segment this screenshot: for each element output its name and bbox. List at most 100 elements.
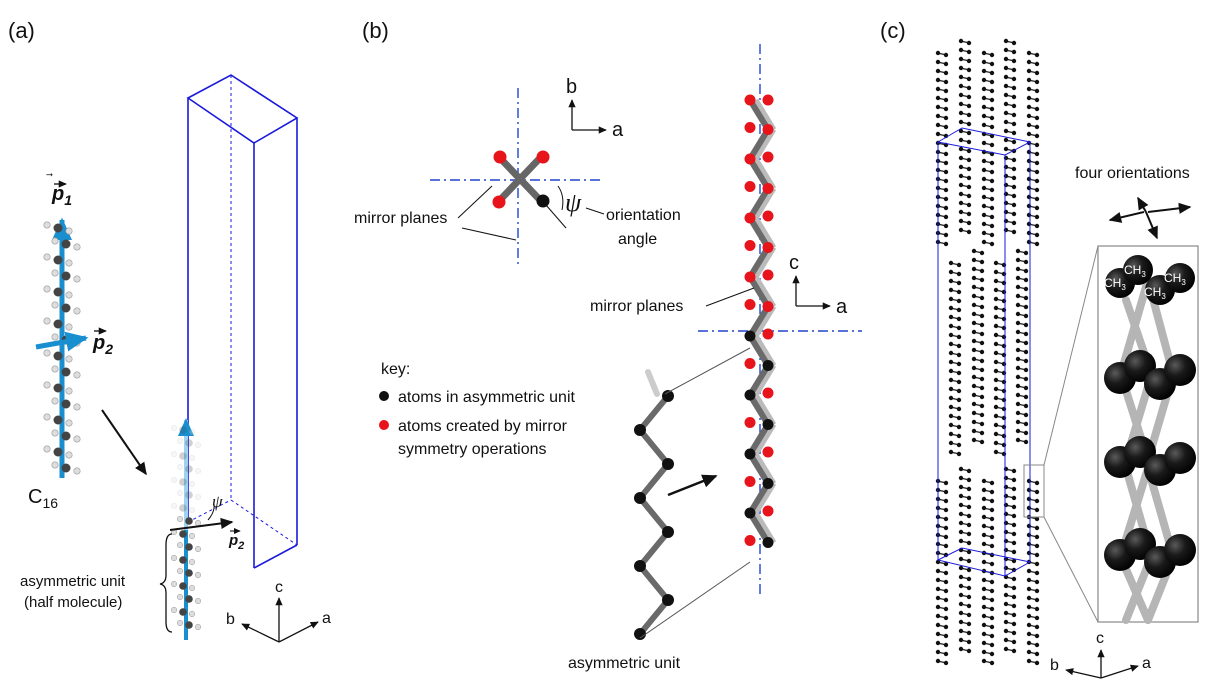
stack-atom [1034, 498, 1040, 504]
red-atom [744, 299, 756, 310]
stack-atom [966, 157, 972, 163]
stack-atom [943, 570, 949, 576]
stack-atom [1034, 169, 1040, 175]
stack-atom [989, 187, 995, 193]
black-atom [634, 560, 646, 572]
stack-atom [981, 532, 987, 538]
stack-atom [956, 424, 962, 430]
bond [747, 97, 771, 133]
stack-atom [979, 439, 985, 445]
stack-atom [958, 47, 964, 53]
connector-bottom [639, 561, 751, 639]
stack-atom [958, 38, 964, 44]
bond [753, 364, 777, 397]
stack-atom [981, 487, 987, 493]
stack-atom [981, 221, 987, 227]
stack-atom [971, 437, 977, 443]
black-atom [762, 360, 774, 371]
black-atom [762, 537, 774, 548]
hydrogen-atom [73, 403, 81, 411]
stack-atom [1034, 115, 1040, 121]
stack-atom [1026, 640, 1032, 646]
stack-atom [1034, 534, 1040, 540]
stack-atom [971, 419, 977, 425]
mirror-leader-1 [457, 185, 493, 219]
hydrogen-atom [65, 387, 73, 395]
stack-atom [981, 167, 987, 173]
carbon-atom [53, 447, 63, 457]
stack-atom [1015, 275, 1021, 281]
stack-atom [971, 374, 977, 380]
stack-atom [943, 597, 949, 603]
stack-atom [1015, 347, 1021, 353]
stack-atom [1001, 370, 1007, 376]
carbon-atom [179, 452, 187, 460]
stack-atom [981, 514, 987, 520]
axes-c [1065, 649, 1139, 679]
stack-atom [1001, 352, 1007, 358]
stack-atom [1011, 630, 1017, 636]
stack-atom [989, 642, 995, 648]
axis-b-a: b [226, 611, 235, 628]
stack-atom [956, 442, 962, 448]
stack-atom [956, 379, 962, 385]
stack-atom [1023, 394, 1029, 400]
stack-atom [981, 559, 987, 565]
stack-atom [1015, 284, 1021, 290]
zoom-connector-bottom [1043, 516, 1099, 623]
stack-atom [971, 275, 977, 281]
stack-atom [1026, 604, 1032, 610]
stack-atom [1026, 568, 1032, 574]
stack-atom [989, 651, 995, 657]
stack-atom [981, 158, 987, 164]
axis-a-right: a [836, 296, 848, 318]
red-atom [762, 183, 774, 194]
stack-atom [1026, 104, 1032, 110]
stack-atom [943, 169, 949, 175]
stack-atom [1011, 229, 1017, 235]
stack-atom [943, 79, 949, 85]
stack-atom [966, 513, 972, 519]
stack-atom [958, 466, 964, 472]
stack-atom [956, 307, 962, 313]
stack-atom [1034, 70, 1040, 76]
stack-atom [1026, 523, 1032, 529]
stack-atom [943, 543, 949, 549]
vector-p1-arrow-mark: ⃗ [46, 173, 53, 177]
stack-atom [993, 395, 999, 401]
stack-atom [943, 615, 949, 621]
stack-atom [1015, 437, 1021, 443]
stack-atom [1034, 133, 1040, 139]
stack-atom [943, 624, 949, 630]
hydrogen-atom [51, 237, 59, 245]
stack-atom [993, 296, 999, 302]
stack-atom [981, 239, 987, 245]
stack-atom [958, 164, 964, 170]
stack-atom [966, 549, 972, 555]
mirror-planes-label-left: mirror planes [354, 210, 447, 227]
hydrogen-atom [43, 349, 51, 357]
stack-atom [935, 631, 941, 637]
bond [753, 275, 777, 308]
stack-atom [981, 95, 987, 101]
stack-atom [1026, 550, 1032, 556]
stack-atom [943, 223, 949, 229]
stack-atom [1003, 529, 1009, 535]
zoom-selection [1023, 464, 1045, 518]
stack-atom [981, 613, 987, 619]
carbon-atom [185, 465, 193, 473]
stack-atom [981, 640, 987, 646]
zoom-connector-top [1043, 245, 1099, 466]
zoom-atom [1165, 263, 1195, 293]
stack-atom [966, 630, 972, 636]
stack-atom [1001, 280, 1007, 286]
psi-label-a: ψ [212, 492, 223, 511]
stack-atom [1011, 49, 1017, 55]
bond [753, 482, 777, 515]
stack-atom [981, 622, 987, 628]
stack-atom [971, 347, 977, 353]
stack-atom [1001, 388, 1007, 394]
stack-atom [966, 94, 972, 100]
stack-atom [1023, 412, 1029, 418]
